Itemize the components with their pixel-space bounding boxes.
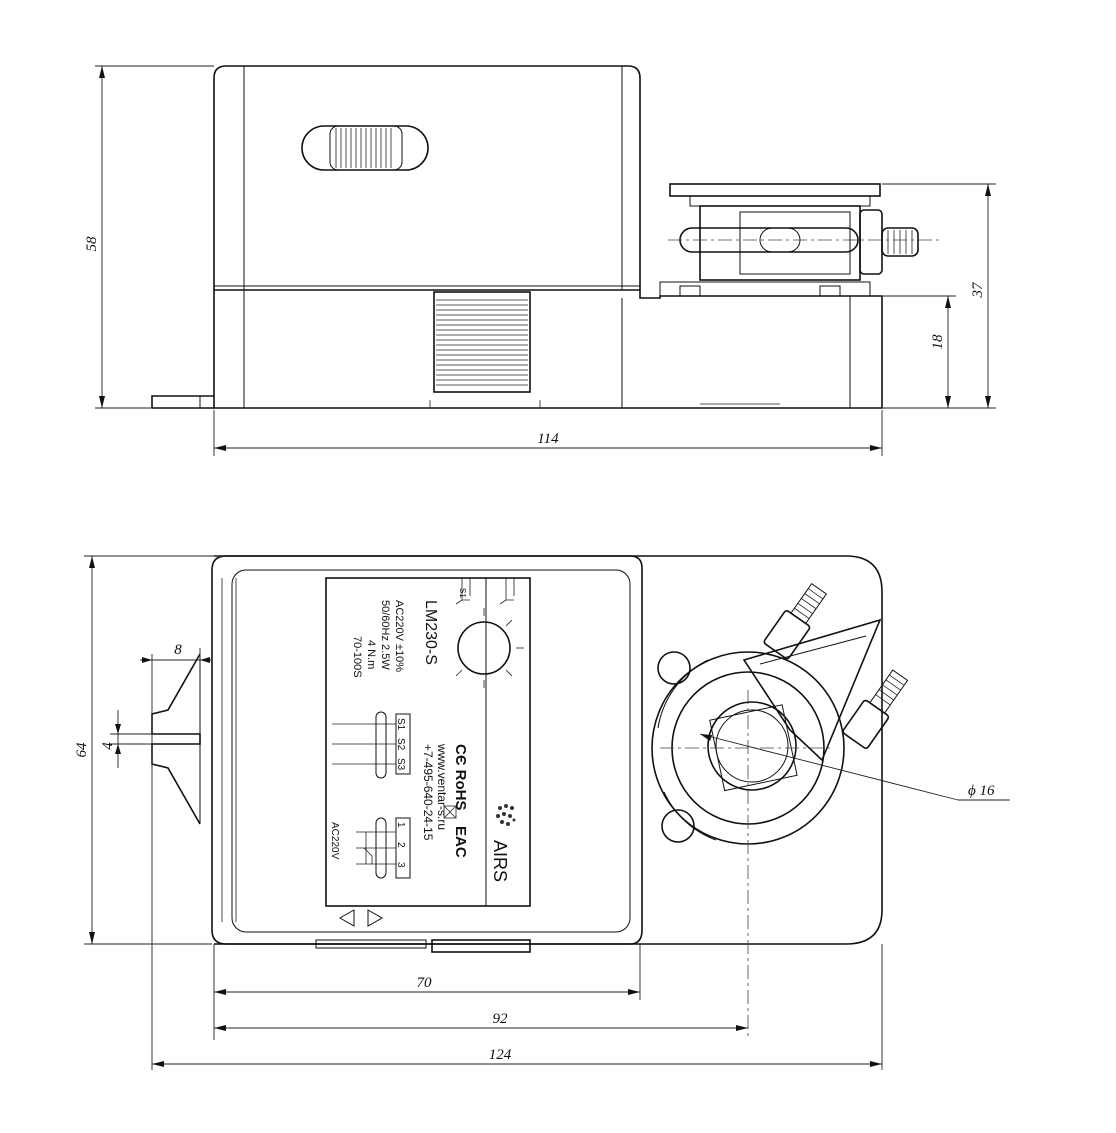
label-voltage: AC220V ±10% [393, 600, 405, 672]
dim-124: 124 [489, 1047, 512, 1063]
label-s3: S3 [395, 758, 406, 771]
dim-92: 92 [493, 1011, 509, 1027]
dim-114: 114 [537, 431, 559, 447]
label-frequency-power: 50/60Hz 2.5W [379, 600, 391, 670]
dim-4: 4 [100, 742, 116, 750]
label-term-3: 3 [395, 862, 406, 868]
brand-logo: AIRS [490, 804, 516, 882]
svg-text:S1: S1 [458, 588, 467, 598]
label-brand: AIRS [490, 840, 510, 882]
label-certs: CЄ RoHS [452, 744, 469, 811]
side-view-dimensions: 58 114 37 18 [84, 65, 996, 456]
label-supply: AC220V [329, 822, 340, 860]
dim-18: 18 [930, 334, 946, 350]
label-term-2: 2 [395, 842, 406, 848]
dim-8: 8 [174, 642, 182, 658]
arrow-right-icon [367, 909, 384, 927]
label-website: www.ventar-s.ru [435, 743, 449, 830]
arrow-left-icon [338, 909, 355, 927]
label-phone: +7-495-640-24-15 [421, 744, 435, 841]
label-s2: S2 [395, 738, 406, 751]
dim-37: 37 [970, 281, 986, 299]
label-term-1: 1 [395, 822, 406, 828]
label-model: LM230-S [422, 600, 439, 665]
dim-phi-16: ϕ 16 [968, 783, 995, 799]
label-eac: EAC [452, 826, 469, 858]
label-torque: 4 N.m [365, 640, 377, 669]
dim-58: 58 [84, 236, 100, 252]
dim-70: 70 [417, 975, 433, 991]
side-view [151, 65, 940, 409]
dim-64: 64 [74, 742, 90, 758]
top-view-dimensions: 64 8 4 70 92 124 [74, 555, 883, 1070]
top-view: S1 LM230-S AC220V ±10% 50/60Hz 2.5W 4 N.… [151, 555, 1010, 1040]
label-time: 70-100S [351, 636, 363, 678]
label-s1: S1 [395, 718, 406, 731]
